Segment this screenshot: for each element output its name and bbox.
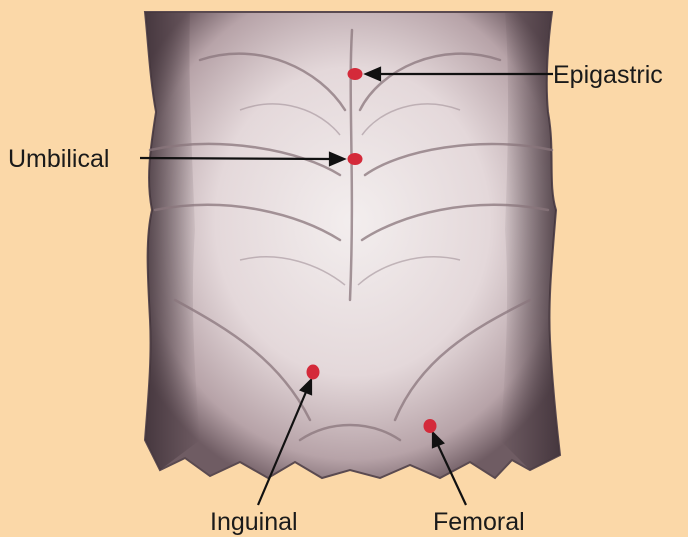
label-epigastric: Epigastric (553, 63, 663, 88)
label-inguinal: Inguinal (210, 510, 298, 535)
label-femoral: Femoral (433, 510, 525, 535)
umbilical-marker (348, 153, 363, 165)
label-umbilical: Umbilical (8, 147, 109, 172)
inguinal-marker (307, 365, 320, 380)
femoral-marker (424, 419, 437, 433)
epigastric-marker (348, 68, 363, 80)
